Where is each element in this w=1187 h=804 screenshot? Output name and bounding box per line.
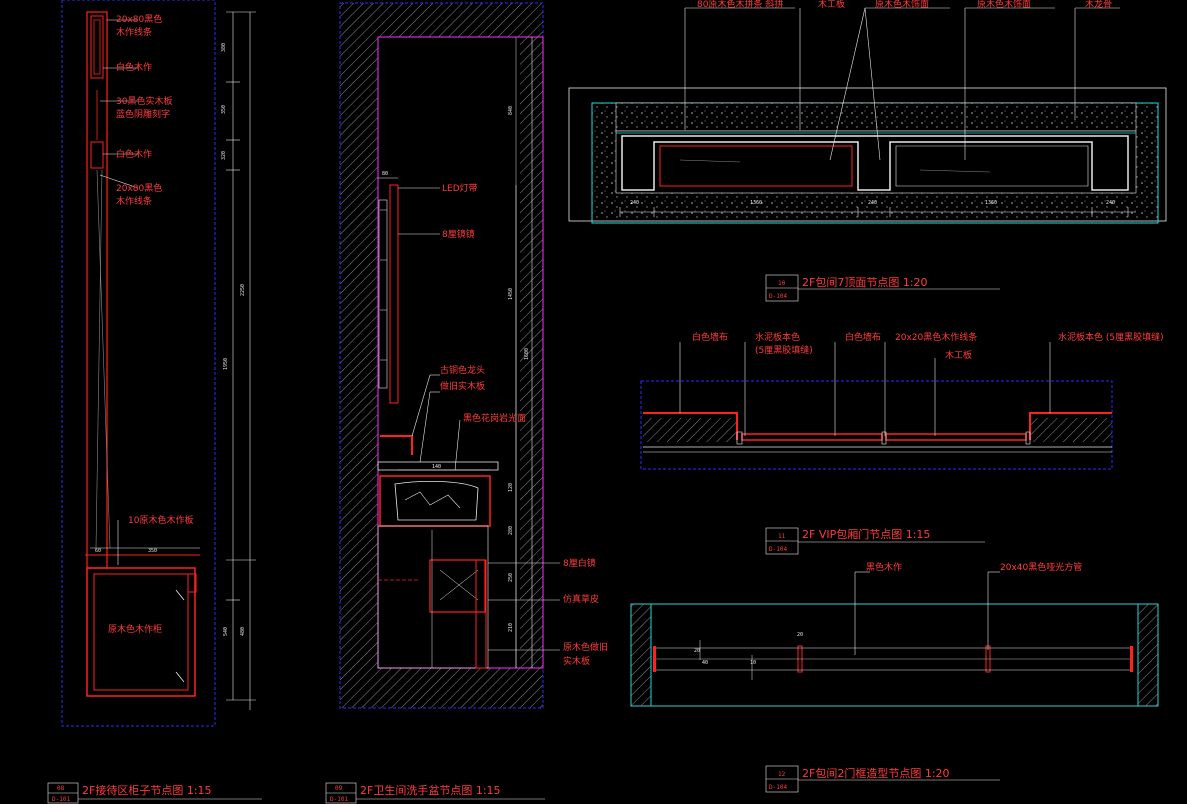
dim-08-6: 480	[240, 627, 246, 636]
label-09-2: 古铜色龙头	[440, 364, 485, 376]
label-08-0: 20x80黑色	[116, 13, 162, 25]
title-11: 2F VIP包厢门节点图 1:15	[802, 527, 930, 541]
label-08-5: 白色木作	[116, 148, 152, 160]
dim-08-b0: 60	[95, 548, 101, 554]
dim-08-0: 380	[221, 43, 227, 52]
dim-09-3: 120	[508, 483, 514, 492]
title-10: 2F包间7顶面节点图 1:20	[802, 276, 928, 289]
label-10-1: 木工板	[818, 0, 845, 10]
dim-12-1: 40	[702, 660, 708, 666]
title-block-10	[765, 274, 1000, 302]
title-block-08	[47, 782, 262, 804]
label-11-4: 20x20黑色木作线条	[895, 331, 977, 343]
label-08-1: 木作线条	[116, 26, 152, 38]
tag-ref-11: D-104	[769, 546, 787, 553]
label-12-1: 20x40黑色哑光方管	[1000, 561, 1082, 573]
dim-09-1: 1450	[508, 288, 514, 300]
dim-08-1: 350	[221, 105, 227, 114]
label-09-0: LED灯带	[442, 183, 478, 194]
dim-09-t1: 140	[432, 464, 441, 470]
dim-10-3: 1360	[985, 200, 997, 206]
title-12: 2F包间2门框造型节点图 1:20	[802, 766, 950, 780]
label-11-2: (5厘黑胶填缝)	[755, 344, 813, 356]
dim-09-t0: 80	[382, 171, 388, 177]
drawing-09-washbasin	[339, 2, 560, 709]
label-10-4: 木龙骨	[1085, 0, 1112, 10]
label-08-6: 20x80黑色	[116, 182, 162, 194]
label-10-3: 原木色木饰面	[977, 0, 1031, 10]
label-12-0: 黑色木作	[866, 561, 902, 573]
label-08-8: 10原木色木作板	[128, 514, 193, 526]
tag-ref-10: D-104	[769, 293, 787, 300]
tag-num-09: 09	[335, 785, 343, 792]
dim-09-5: 250	[508, 573, 514, 582]
dim-09-0: 840	[508, 106, 514, 115]
dim-08-5: 540	[223, 627, 229, 636]
label-08-2: 白色木作	[116, 61, 152, 73]
dim-08-b1: 350	[148, 548, 157, 554]
label-09-7: 原木色做旧	[563, 641, 608, 653]
label-11-5: 木工板	[945, 349, 972, 361]
dim-09-4: 280	[508, 526, 514, 535]
dim-10-2: 240	[868, 200, 877, 206]
drawing-11-vip-door	[640, 342, 1113, 470]
drawing-12-door-frame	[630, 571, 1159, 707]
tag-num-10: 10	[778, 280, 786, 287]
title-09: 2F卫生间洗手盆节点图 1:15	[360, 783, 501, 797]
label-08-9: 原木色木作柜	[108, 623, 162, 635]
dim-09-6: 210	[508, 623, 514, 632]
title-block-12	[765, 765, 1000, 793]
label-09-8: 实木板	[563, 655, 590, 667]
dim-08-2: 320	[221, 151, 227, 160]
label-10-0: 80原木色木拼条 斜拼	[697, 0, 783, 10]
tag-num-11: 11	[778, 533, 786, 540]
label-09-5: 8厘白镜	[563, 557, 596, 569]
title-block-09	[325, 782, 545, 804]
label-08-7: 木作线条	[116, 195, 152, 207]
tag-num-12: 12	[778, 771, 786, 778]
drawing-10-ceiling	[568, 7, 1167, 224]
dim-12-3: 10	[750, 660, 756, 666]
label-08-3: 30黑色实木板	[116, 95, 172, 107]
drawing-08-cabinet	[61, 0, 256, 727]
label-11-3: 白色墙布	[845, 331, 881, 343]
dim-10-4: 240	[1106, 200, 1115, 206]
dim-12-2: 20	[797, 632, 803, 638]
label-09-3: 做旧实木板	[440, 380, 485, 392]
label-11-6: 水泥板本色 (5厘黑胶填缝)	[1058, 331, 1164, 343]
dim-10-0: 240	[630, 200, 639, 206]
label-11-0: 白色墙布	[692, 331, 728, 343]
tag-ref-08: D-101	[52, 796, 70, 803]
tag-ref-09: D-101	[330, 796, 348, 803]
tag-ref-12: D-104	[769, 784, 787, 791]
label-10-2: 原木色木饰面	[875, 0, 929, 10]
title-block-11	[765, 527, 985, 555]
tag-num-08: 08	[57, 785, 65, 792]
title-08: 2F接待区柜子节点图 1:15	[82, 783, 212, 797]
dim-10-1: 1360	[750, 200, 762, 206]
label-09-1: 8厘镜镜	[442, 228, 475, 240]
label-08-4: 蓝色阴雕刻字	[116, 108, 170, 120]
label-11-1: 水泥板本色	[755, 331, 800, 343]
label-09-6: 仿真草皮	[563, 593, 599, 605]
dim-09-2: 1600	[524, 348, 530, 360]
dim-08-3: 2250	[240, 284, 246, 296]
dim-12-0: 20	[694, 648, 700, 654]
dim-08-4: 1950	[223, 358, 229, 370]
label-09-4: 黑色花岗岩光面	[463, 412, 526, 424]
